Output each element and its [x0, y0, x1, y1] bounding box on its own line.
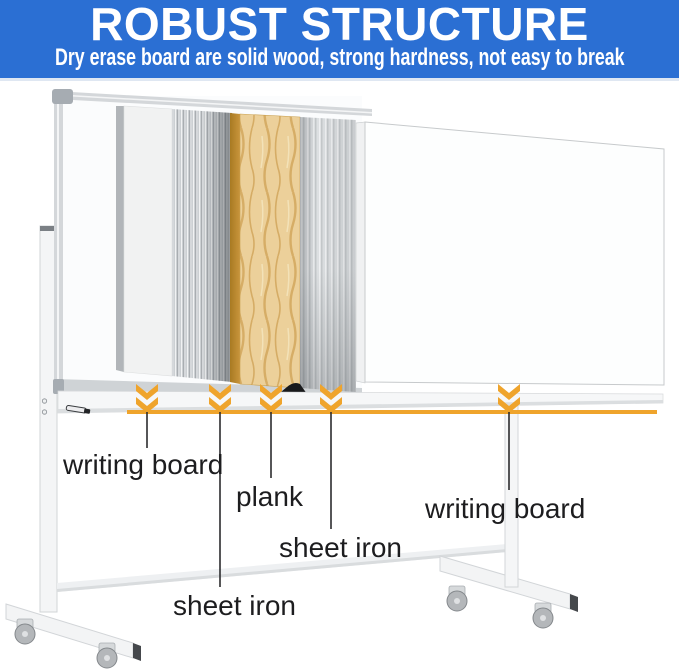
mount-screw [41, 409, 48, 415]
stand-lower-crossbar [57, 544, 507, 592]
down-arrow-icon [260, 384, 282, 413]
down-arrow-icon [320, 384, 342, 413]
banner-subtitle: Dry erase board are solid wood, strong h… [54, 44, 625, 71]
mount-screw [41, 398, 48, 404]
down-arrow-icon [136, 384, 158, 413]
down-arrow-icon [209, 384, 231, 413]
stand-left-leg [5, 603, 141, 669]
stand-right-post [504, 393, 519, 588]
down-arrows [136, 384, 520, 413]
headline-banner: ROBUST STRUCTURE Dry erase board are sol… [0, 0, 679, 81]
frame-corner-cap [52, 89, 73, 104]
caster-wheel [96, 642, 118, 669]
layer-plank [230, 113, 301, 389]
leg-end-cap [570, 594, 578, 612]
label-plank: plank [236, 481, 303, 512]
layer-writing-board-left [116, 105, 173, 377]
marker-pen [65, 404, 91, 414]
leg-end-cap [133, 643, 141, 661]
label-sheet-iron-lower: sheet iron [173, 590, 296, 621]
caster-wheel [446, 585, 468, 612]
down-arrow-icon [498, 384, 520, 413]
banner-title: ROBUST STRUCTURE [90, 0, 589, 50]
label-writing-board-right: writing board [425, 493, 586, 524]
layer-writing-board-right [355, 121, 665, 386]
label-writing-board-left: writing board [63, 449, 224, 480]
stand-left-post [39, 225, 61, 613]
leader-lines [146, 412, 510, 587]
label-sheet-iron-upper: sheet iron [279, 532, 402, 563]
orange-underline [127, 410, 657, 414]
caster-wheel [532, 602, 554, 629]
frame-corner-cap [53, 379, 64, 394]
layer-sheet-iron-1 [172, 109, 232, 382]
layer-sheet-iron-2 [300, 117, 356, 392]
caster-wheel [14, 618, 36, 645]
